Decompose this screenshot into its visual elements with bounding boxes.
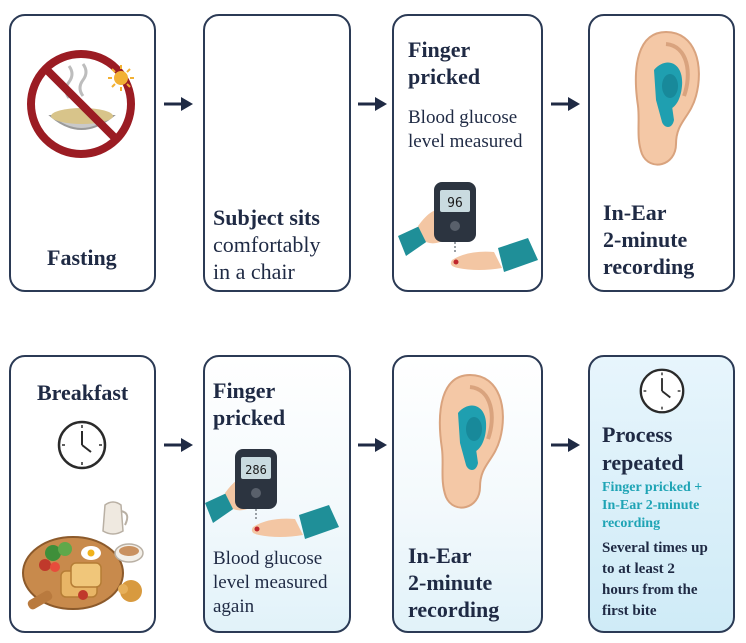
repeat-note3: hours from the <box>602 582 698 598</box>
rec2-l2: 2-minute <box>408 570 493 595</box>
no-food-icon <box>21 38 147 169</box>
rec1-l1: In-Ear <box>603 200 667 225</box>
rec1-l2: 2-minute <box>603 227 688 252</box>
rec1-l3: recording <box>603 254 695 279</box>
sit-line3: in a chair <box>213 259 295 284</box>
clock-icon <box>638 367 686 420</box>
step-breakfast: Breakfast <box>9 355 156 633</box>
repeat-title2: repeated <box>602 450 684 475</box>
step-finger-prick-1: Finger pricked Blood glucose level measu… <box>392 14 543 292</box>
sit-line2: comfortably <box>213 232 321 257</box>
breakfast-label: Breakfast <box>37 380 129 405</box>
prick2-title2: pricked <box>213 405 286 430</box>
step-fasting: Fasting <box>9 14 156 292</box>
sit-bold: Subject sits <box>213 205 320 230</box>
repeat-note2: to at least 2 <box>602 561 675 577</box>
meter-reading: 96 <box>447 196 463 211</box>
fasting-label: Fasting <box>47 245 117 270</box>
glucose-meter-icon: 286 <box>205 443 347 548</box>
arrow-right-icon <box>164 437 194 453</box>
prick1-desc2: level measured <box>408 131 523 152</box>
arrow-right-icon <box>551 437 581 453</box>
step-in-ear-recording-1: In-Ear 2-minute recording <box>588 14 735 292</box>
prick1-title2: pricked <box>408 64 481 89</box>
prick2-desc2: level measured <box>213 572 328 593</box>
breakfast-icon <box>17 495 152 631</box>
arrow-right-icon <box>551 96 581 112</box>
prick1-title1: Finger <box>408 37 471 62</box>
arrow-right-icon <box>358 96 388 112</box>
rec2-l1: In-Ear <box>408 543 472 568</box>
arrow-right-icon <box>164 96 194 112</box>
repeat-title1: Process <box>602 422 673 447</box>
ear-icon <box>430 369 510 524</box>
ear-icon <box>626 26 706 181</box>
prick2-title1: Finger <box>213 378 276 403</box>
repeat-sub3: recording <box>602 516 661 531</box>
repeat-note4: first bite <box>602 603 657 619</box>
clock-icon <box>56 419 108 476</box>
glucose-meter-icon: 96 <box>398 176 540 281</box>
rec2-l3: recording <box>408 597 500 622</box>
prick1-desc1: Blood glucose <box>408 107 518 128</box>
repeat-note1: Several times up <box>602 540 708 556</box>
prick2-desc3: again <box>213 596 255 617</box>
meter-reading: 286 <box>245 463 267 477</box>
prick2-desc1: Blood glucose <box>213 548 323 569</box>
arrow-right-icon <box>358 437 388 453</box>
step-finger-prick-2: Finger pricked 286 Blood glucose level m… <box>203 355 351 633</box>
repeat-sub1: Finger pricked + <box>602 480 703 495</box>
step-in-ear-recording-2: In-Ear 2-minute recording <box>392 355 543 633</box>
repeat-sub2: In-Ear 2-minute <box>602 498 700 513</box>
step-sit: Subject sits comfortably in a chair <box>203 14 351 292</box>
step-process-repeated: Process repeated Finger pricked + In-Ear… <box>588 355 735 633</box>
